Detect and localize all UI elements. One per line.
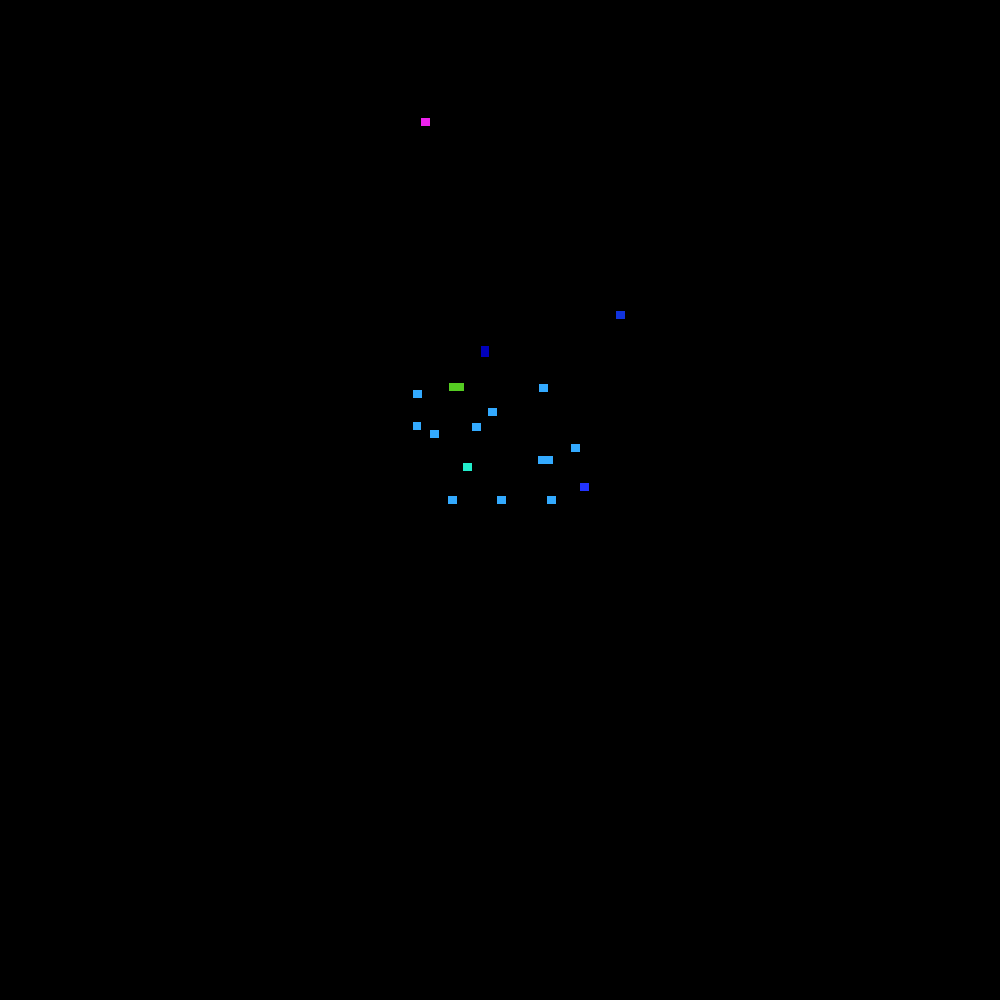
- cyan-sprite-10[interactable]: [497, 496, 506, 504]
- green-sprite[interactable]: [449, 383, 464, 391]
- cyan-sprite-2[interactable]: [413, 390, 422, 398]
- cyan-sprite-6[interactable]: [472, 423, 481, 431]
- cyan-sprite-1[interactable]: [539, 384, 548, 392]
- navy-sprite[interactable]: [481, 346, 489, 357]
- blue-sprite-2[interactable]: [580, 483, 589, 491]
- blue-sprite-1[interactable]: [616, 311, 625, 319]
- cyan-sprite-11[interactable]: [547, 496, 556, 504]
- cyan-sprite-4[interactable]: [413, 422, 421, 430]
- cyan-sprite-8[interactable]: [538, 456, 553, 464]
- cyan-sprite-3[interactable]: [488, 408, 497, 416]
- cyan-sprite-9[interactable]: [448, 496, 457, 504]
- magenta-sprite[interactable]: [421, 118, 430, 126]
- turquoise-sprite[interactable]: [463, 463, 472, 471]
- cyan-sprite-7[interactable]: [571, 444, 580, 452]
- cyan-sprite-5[interactable]: [430, 430, 439, 438]
